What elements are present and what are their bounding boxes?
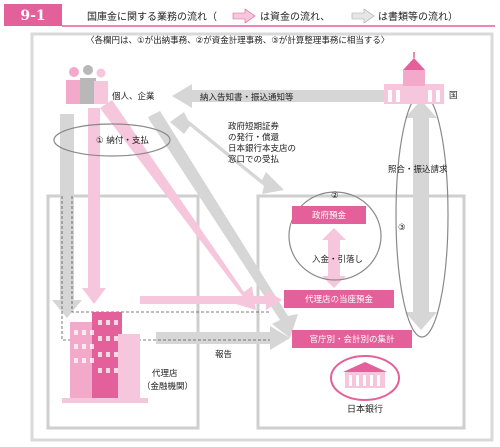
payment-label: ① 納付・支払: [96, 135, 149, 146]
agent-deposit-label: 代理店の当座預金: [305, 294, 374, 305]
state-label: 国: [449, 91, 458, 101]
header-title: 国庫金に関する業務の流れ（: [87, 10, 217, 23]
circle-2-label: ②: [331, 191, 339, 201]
outer-frame: [30, 32, 494, 442]
individuals-to-boj-arrow: [148, 111, 298, 338]
legend-funds-label: は資金の流れ、: [260, 10, 330, 23]
boj-label: 日本銀行: [347, 403, 383, 415]
report-arrow: [156, 326, 290, 350]
boj-building-icon: [330, 355, 400, 401]
gov-deposit-label: 政府預金: [312, 210, 347, 221]
circle-1: [53, 123, 171, 157]
deposit-withdraw-label: 入金・引落し: [312, 254, 363, 265]
securities-label-2: の発行・償還: [228, 132, 280, 143]
aggregation-label: 官庁別・会計別の集計: [309, 334, 395, 345]
gov-deposit-box: [292, 206, 366, 224]
individuals-label: 個人、企業: [112, 91, 155, 102]
notice-arrow: [172, 84, 384, 108]
badge-box: [4, 4, 62, 26]
dashed-line-outer: [61, 196, 270, 341]
agent-deposit-box: [284, 290, 394, 308]
securities-label-1: 政府短期証券: [228, 121, 280, 132]
agent-label-2: （金融機関）: [142, 381, 193, 392]
securities-label-3: 日本銀行本支店の: [228, 143, 296, 154]
financial-institution-building-icon: [62, 312, 148, 403]
diet-building-icon: [384, 52, 444, 104]
agent-label-1: 代理店: [152, 368, 178, 379]
securities-arrow: [170, 112, 284, 194]
deposit-withdraw-arrow: [322, 228, 346, 288]
dashed-line-inner: [71, 196, 270, 313]
aggregation-box: [292, 330, 412, 348]
header: 9-1 国庫金に関する業務の流れ（ は資金の流れ、 は書類等の流れ）: [4, 4, 495, 27]
reconcile-label: 照合・振込請求: [388, 164, 448, 175]
legend-docs-label: は書類等の流れ）: [378, 10, 458, 23]
legend-docs-arrow: [351, 8, 375, 24]
notice-label: 納入告知書・振込通知等: [200, 92, 294, 103]
people-icon: [66, 65, 108, 104]
legend-funds-arrow: [232, 8, 256, 24]
reconcile-arrow: [405, 100, 437, 330]
agent-deposit-arrow: [140, 290, 282, 310]
badge-label: 9-1: [20, 8, 45, 24]
note-text: 〈各欄円は、①が出納事務、②が資金計理事務、③が計算整理事務に相当する〉: [86, 35, 389, 46]
circle-2: [288, 191, 382, 281]
payment-down-arrow: [82, 108, 106, 304]
funds-diagonal-arrow: [100, 100, 256, 310]
securities-label-4: 窓口での受払: [228, 154, 280, 165]
report-label: 報告: [215, 349, 232, 360]
individuals-to-agent-arrow: [52, 114, 82, 318]
circle-3-label: ③: [398, 223, 406, 233]
